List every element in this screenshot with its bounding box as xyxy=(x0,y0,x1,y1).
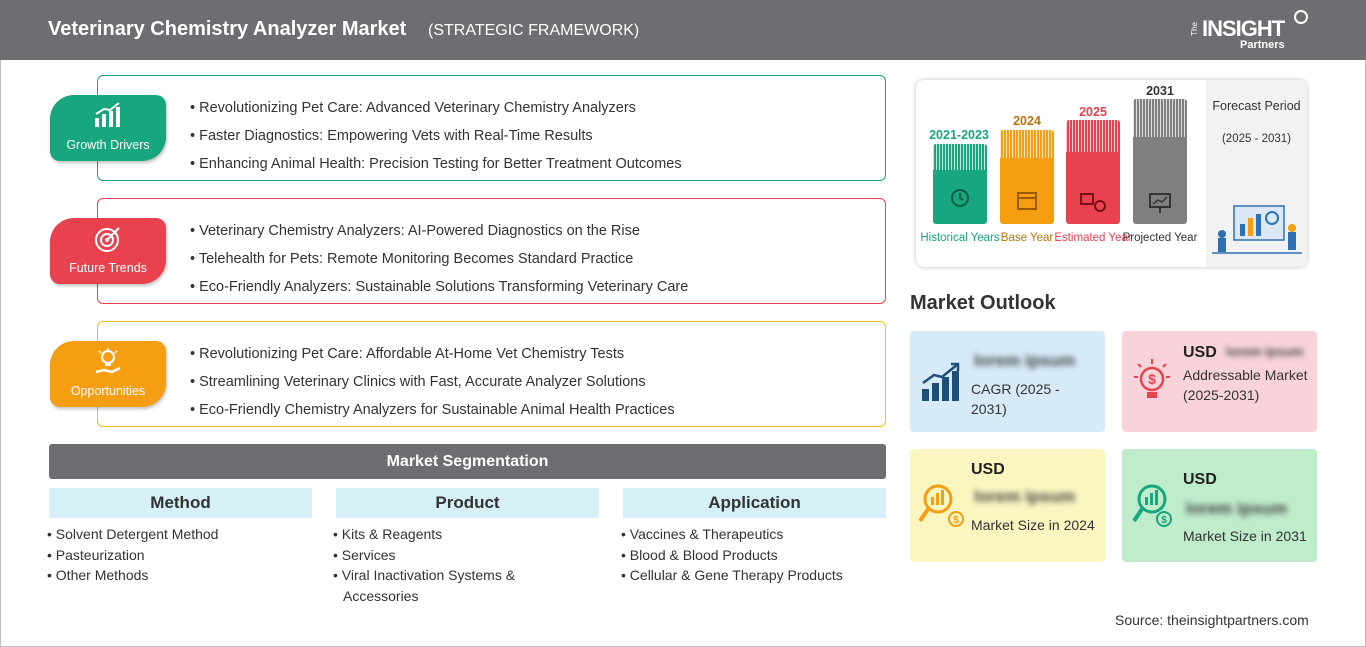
estimated-year: 2025 xyxy=(1079,105,1107,119)
historical-bar xyxy=(933,144,987,224)
timeline-panel: 2021-2023 Historical Years 2024 Base Yea… xyxy=(916,80,1307,267)
product-list: Kits & Reagents Services Viral Inactivat… xyxy=(333,524,553,606)
base-caption: Base Year xyxy=(1000,232,1054,244)
market-outlook-title: Market Outlook xyxy=(910,292,1056,314)
svg-text:$: $ xyxy=(953,515,959,526)
money-search-icon: $ xyxy=(1132,484,1172,527)
list-item: Solvent Detergent Method xyxy=(47,524,307,545)
presentation-icon xyxy=(1149,193,1171,213)
target-icon xyxy=(95,227,120,252)
svg-text:$: $ xyxy=(1148,371,1156,387)
size-2031-currency: USD xyxy=(1183,471,1217,488)
size-2024-currency: USD xyxy=(971,461,1005,478)
opportunities-label: Opportunities xyxy=(70,384,146,398)
method-list: Solvent Detergent Method Pasteurization … xyxy=(47,524,307,586)
historical-caption: Historical Years xyxy=(920,232,1000,244)
addressable-market-card: $ USD lorem ipsum Addressable Market (20… xyxy=(1122,331,1317,432)
list-item: Cellular & Gene Therapy Products xyxy=(621,565,881,586)
list-item: Telehealth for Pets: Remote Monitoring B… xyxy=(190,245,688,273)
analytics-team-icon xyxy=(1212,205,1302,254)
growth-drivers-label: Growth Drivers xyxy=(66,138,150,152)
page-subtitle: (STRATEGIC FRAMEWORK) xyxy=(428,22,640,39)
future-trends-card: Veterinary Chemistry Analyzers: AI-Power… xyxy=(97,198,886,304)
application-heading: Application xyxy=(623,488,886,518)
list-item: Faster Diagnostics: Empowering Vets with… xyxy=(190,122,682,150)
cagr-card: lorem ipsum CAGR (2025 - 2031) xyxy=(910,331,1105,432)
history-icon xyxy=(951,189,969,207)
list-item: Streamlining Veterinary Clinics with Fas… xyxy=(190,368,675,396)
projected-caption: Projected Year xyxy=(1122,232,1198,244)
list-item: Blood & Blood Products xyxy=(621,545,881,566)
bar-growth-icon xyxy=(95,102,120,127)
forecast-label: Forecast Period xyxy=(1212,99,1301,113)
estimated-caption: Estimated Year xyxy=(1054,232,1132,244)
application-list: Vaccines & Therapeutics Blood & Blood Pr… xyxy=(621,524,881,586)
list-item: Revolutionizing Pet Care: Advanced Veter… xyxy=(190,94,682,122)
list-item: Viral Inactivation Systems & Accessories xyxy=(333,565,553,606)
segmentation-header: Market Segmentation xyxy=(49,444,886,479)
header-bar: Veterinary Chemistry Analyzer Market (ST… xyxy=(0,0,1366,60)
estimated-bar xyxy=(1066,120,1120,224)
cagr-value: lorem ipsum xyxy=(974,351,1076,370)
future-trends-badge: Future Trends xyxy=(50,218,166,284)
list-item: Revolutionizing Pet Care: Affordable At-… xyxy=(190,340,675,368)
list-item: Veterinary Chemistry Analyzers: AI-Power… xyxy=(190,217,688,245)
historical-year: 2021-2023 xyxy=(929,128,989,142)
list-item: Vaccines & Therapeutics xyxy=(621,524,881,545)
calendar-icon xyxy=(1017,192,1037,210)
size-2024-value: lorem ipsum xyxy=(974,487,1076,506)
method-heading: Method xyxy=(49,488,312,518)
list-item: Services xyxy=(333,545,553,566)
list-item: Other Methods xyxy=(47,565,307,586)
size-2024-label: Market Size in 2024 xyxy=(971,517,1095,533)
opportunities-badge: Opportunities xyxy=(50,341,166,407)
base-year: 2024 xyxy=(1013,114,1041,128)
addressable-value: lorem ipsum xyxy=(1226,344,1304,359)
market-size-2024-card: $ USD lorem ipsum Market Size in 2024 xyxy=(910,449,1105,562)
growth-drivers-badge: Growth Drivers xyxy=(50,95,166,161)
list-item: Kits & Reagents xyxy=(333,524,553,545)
addressable-currency: USD xyxy=(1183,344,1217,361)
product-heading: Product xyxy=(336,488,599,518)
growth-drivers-card: Revolutionizing Pet Care: Advanced Veter… xyxy=(97,75,886,181)
future-trends-label: Future Trends xyxy=(69,261,147,275)
money-bulb-icon: $ xyxy=(1134,359,1170,398)
market-size-2031-card: $ USD lorem ipsum Market Size in 2031 xyxy=(1122,449,1317,562)
projected-bar xyxy=(1133,99,1187,224)
insight-partners-logo: The INSIGHT Partners xyxy=(1190,10,1310,54)
growth-chart-icon xyxy=(922,362,960,401)
size-2031-value: lorem ipsum xyxy=(1186,499,1288,518)
svg-text:$: $ xyxy=(1161,515,1167,526)
page-title: Veterinary Chemistry Analyzer Market xyxy=(48,18,407,40)
list-item: Eco-Friendly Analyzers: Sustainable Solu… xyxy=(190,273,688,301)
cagr-label: CAGR (2025 - 2031) xyxy=(971,381,1060,417)
projected-year: 2031 xyxy=(1146,84,1174,98)
addressable-label: Addressable Market (2025-2031) xyxy=(1183,367,1308,403)
list-item: Pasteurization xyxy=(47,545,307,566)
opportunities-card: Revolutionizing Pet Care: Affordable At-… xyxy=(97,321,886,427)
forecast-range: (2025 - 2031) xyxy=(1221,133,1292,145)
base-bar xyxy=(1000,130,1054,224)
lightbulb-hand-icon xyxy=(95,348,121,374)
estimate-chart-icon xyxy=(1080,193,1106,212)
money-search-icon: $ xyxy=(918,484,964,527)
source-credit: Source: theinsightpartners.com xyxy=(1115,612,1309,628)
list-item: Enhancing Animal Health: Precision Testi… xyxy=(190,150,682,178)
size-2031-label: Market Size in 2031 xyxy=(1183,528,1307,544)
list-item: Eco-Friendly Chemistry Analyzers for Sus… xyxy=(190,396,674,424)
